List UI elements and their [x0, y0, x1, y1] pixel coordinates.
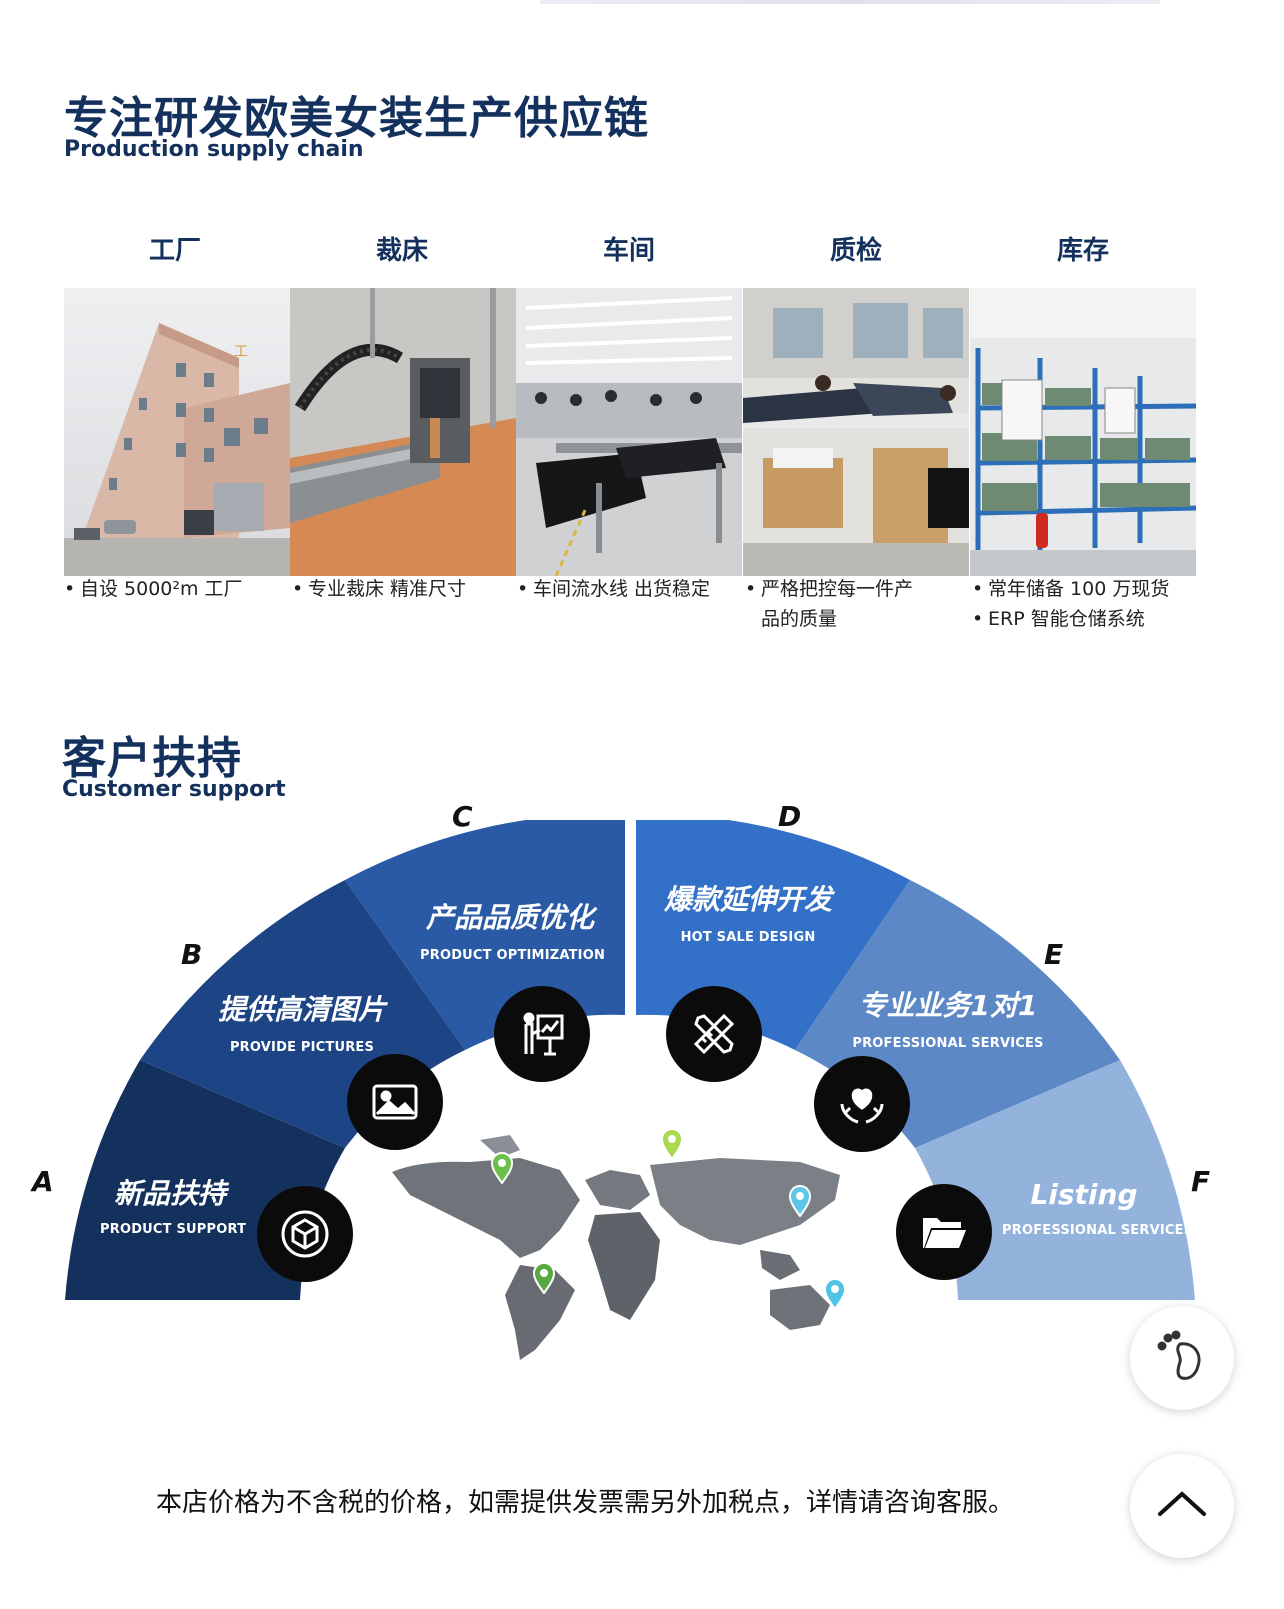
desc-line: ERP 智能仓储系统: [988, 608, 1145, 630]
segment-d-letter: D: [778, 800, 802, 833]
chevron-up-icon: [1152, 1484, 1212, 1528]
segment-e-text: 专业业务1对1 PROFESSIONAL SERVICES: [850, 984, 1046, 1051]
segment-d-subtitle: HOT SALE DESIGN: [680, 930, 816, 945]
segment-f-subtitle: PROFESSIONAL SERVICES: [1002, 1223, 1194, 1238]
footprint-button[interactable]: [1130, 1306, 1234, 1410]
segment-b-title: 提供高清图片: [217, 993, 386, 1026]
segment-a-title: 新品扶持: [113, 1177, 226, 1210]
segment-b-text: 提供高清图片 PROVIDE PICTURES: [212, 988, 392, 1055]
column-title-warehouse: 库存: [1056, 236, 1109, 266]
supply-chain-subtitle: Production supply chain: [64, 137, 364, 162]
desc-line: 专业裁床 精准尺寸: [308, 578, 467, 600]
heart-hands-icon: [814, 1056, 910, 1152]
column-desc-factory: •自设 5000²m 工厂: [64, 578, 243, 600]
column-title-cutting: 裁床: [375, 236, 428, 266]
segment-b-subtitle: PROVIDE PICTURES: [229, 1040, 375, 1055]
segment-a-letter: A: [32, 1165, 54, 1198]
segment-a-text: 新品扶持 PRODUCT SUPPORT: [100, 1172, 247, 1237]
segment-f-title: Listing: [1030, 1178, 1138, 1211]
top-cut-strip: [540, 0, 1160, 4]
customer-support-title: 客户扶持: [62, 733, 242, 784]
map-pin-icon: [823, 1278, 847, 1314]
desc-line: 品的质量: [761, 608, 838, 630]
customer-support-subtitle: Customer support: [62, 777, 286, 802]
segment-e-letter: E: [1044, 938, 1064, 971]
quality-inspection-photo: [743, 288, 969, 576]
folder-icon: [896, 1184, 992, 1280]
desc-line: 车间流水线 出货稳定: [533, 578, 711, 600]
column-title-inspection: 质检: [829, 236, 882, 266]
segment-c-letter: C: [452, 800, 473, 833]
segment-e-title: 专业业务1对1: [858, 989, 1038, 1022]
map-pin-icon: [788, 1185, 812, 1221]
column-title-factory: 工厂: [148, 236, 201, 266]
support-arc-diagram: [65, 820, 1195, 1360]
map-pin-icon: [660, 1128, 684, 1164]
map-pin-icon: [532, 1262, 556, 1298]
column-desc-cutting: •专业裁床 精准尺寸: [292, 578, 467, 600]
segment-b-letter: B: [181, 938, 203, 971]
segment-e-subtitle: PROFESSIONAL SERVICES: [852, 1036, 1044, 1051]
segment-a-subtitle: PRODUCT SUPPORT: [100, 1222, 247, 1237]
column-desc-inspection: •严格把控每一件产 品的质量: [745, 578, 914, 630]
segment-f-letter: F: [1191, 1165, 1211, 1198]
segment-c-text: 产品品质优化 PRODUCT OPTIMIZATION: [420, 896, 606, 963]
segment-f-text: Listing PROFESSIONAL SERVICES: [1002, 1178, 1194, 1238]
segment-d-text: 爆款延伸开发 HOT SALE DESIGN: [658, 878, 838, 945]
sewing-workshop-photo: [516, 288, 742, 576]
segment-d-title: 爆款延伸开发: [663, 883, 832, 916]
svg-text:工: 工: [234, 344, 248, 360]
column-title-workshop: 车间: [602, 236, 655, 266]
segment-c-subtitle: PRODUCT OPTIMIZATION: [420, 948, 606, 963]
back-to-top-button[interactable]: [1130, 1454, 1234, 1558]
cube-icon: [257, 1186, 353, 1282]
desc-line: 严格把控每一件产: [761, 578, 914, 600]
factory-building-photo: 工: [64, 288, 290, 576]
column-desc-workshop: •车间流水线 出货稳定: [517, 578, 711, 600]
pencil-ruler-icon: [666, 986, 762, 1082]
image-icon: [347, 1054, 443, 1150]
desc-line: 常年储备 100 万现货: [988, 578, 1170, 600]
map-pin-icon: [490, 1152, 514, 1188]
warehouse-shelves-photo: [970, 288, 1196, 576]
supply-chain-title: 专注研发欧美女装生产供应链: [64, 93, 649, 144]
desc-line: 自设 5000²m 工厂: [80, 578, 243, 600]
column-desc-warehouse: •常年储备 100 万现货 •ERP 智能仓储系统: [972, 578, 1170, 630]
presentation-icon: [494, 986, 590, 1082]
footprint-icon: [1150, 1324, 1214, 1392]
world-map-icon: [392, 1135, 840, 1360]
segment-c-title: 产品品质优化: [425, 901, 594, 934]
tax-notice-text: 本店价格为不含税的价格，如需提供发票需另外加税点，详情请咨询客服。: [156, 1488, 1015, 1518]
cutting-machine-photo: [290, 288, 516, 576]
